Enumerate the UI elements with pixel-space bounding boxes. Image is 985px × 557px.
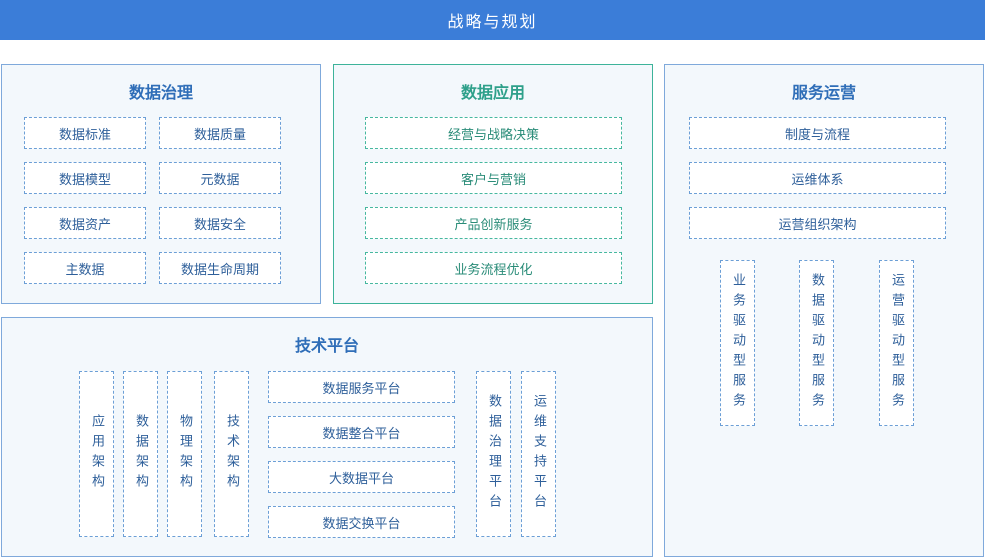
governance-item: 数据模型 [24,162,146,194]
operations-vertical-item: 运营驱动型服务 [879,260,914,426]
operations-item: 运营组织架构 [689,207,946,239]
architecture-item: 技术架构 [214,371,249,537]
operations-vertical-item: 业务驱动型服务 [720,260,755,426]
panel-data-application: 数据应用 经营与战略决策 客户与营销 产品创新服务 业务流程优化 [333,64,653,304]
header-title: 战略与规划 [447,12,538,31]
governance-item: 数据标准 [24,117,146,149]
platform-item: 数据服务平台 [268,371,455,403]
platform-item: 大数据平台 [268,461,455,493]
application-item: 客户与营销 [365,162,622,194]
panel-title: 数据应用 [460,83,525,102]
architecture-item: 物理架构 [167,371,202,537]
support-platform-item: 数据治理平台 [476,371,511,537]
application-item: 经营与战略决策 [365,117,622,149]
platform-item: 数据交换平台 [268,506,455,538]
operations-item: 制度与流程 [689,117,946,149]
governance-item: 数据资产 [24,207,146,239]
panel-data-governance: 数据治理 数据标准 数据质量 数据模型 元数据 数据资产 数据安全 主数据 数据… [1,64,321,304]
panel-tech-platform: 技术平台 应用架构 数据架构 物理架构 技术架构 数据服务平台 数据整合平台 大… [1,317,653,557]
architecture-item: 数据架构 [123,371,158,537]
platform-item: 数据整合平台 [268,416,455,448]
operations-vertical-item: 数据驱动型服务 [799,260,834,426]
governance-item: 数据生命周期 [159,252,281,284]
governance-item: 元数据 [159,162,281,194]
governance-item: 数据安全 [159,207,281,239]
architecture-item: 应用架构 [79,371,114,537]
application-item: 产品创新服务 [365,207,622,239]
support-platform-item: 运维支持平台 [521,371,556,537]
panel-service-operations: 服务运营 制度与流程 运维体系 运营组织架构 业务驱动型服务 数据驱动型服务 运… [664,64,984,557]
panel-title: 数据治理 [128,83,193,102]
panel-title: 技术平台 [294,336,359,355]
header-strategy-planning: 战略与规划 [0,0,985,40]
governance-item: 主数据 [24,252,146,284]
governance-item: 数据质量 [159,117,281,149]
application-item: 业务流程优化 [365,252,622,284]
panel-title: 服务运营 [791,83,856,102]
operations-item: 运维体系 [689,162,946,194]
